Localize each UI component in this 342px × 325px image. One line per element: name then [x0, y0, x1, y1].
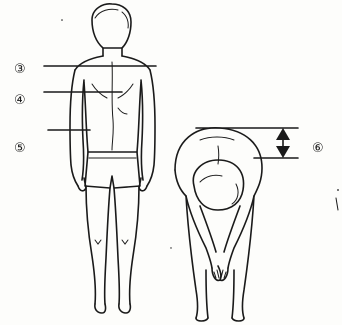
spine-line: [112, 62, 113, 150]
shorts-outline: [85, 152, 140, 188]
arrow-down-icon: [276, 146, 290, 158]
head-outline: [92, 4, 131, 48]
bending-figure-forward-view: [175, 128, 262, 321]
marker-6-label: ⑥: [312, 141, 324, 156]
marker-5-label: ⑤: [14, 141, 26, 156]
arrow-up-icon: [276, 128, 290, 140]
marker-3-label: ③: [14, 62, 26, 77]
standing-figure-back-view: [70, 4, 155, 313]
marker-4-label: ④: [14, 93, 26, 108]
height-difference-indicator: [196, 128, 298, 158]
